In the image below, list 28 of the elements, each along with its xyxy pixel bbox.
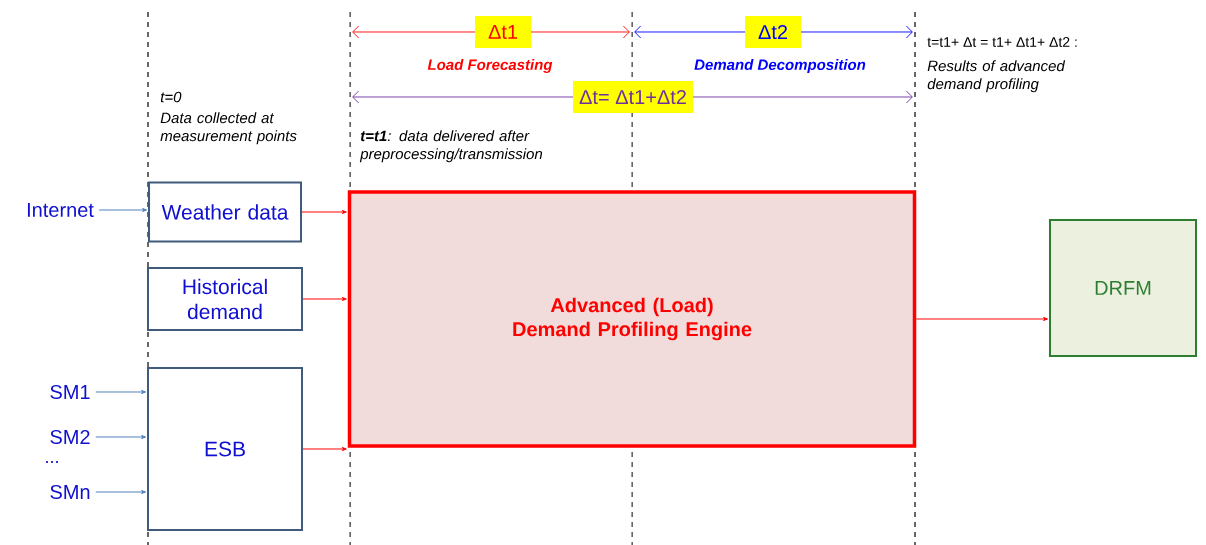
source-label: SM1 bbox=[50, 384, 90, 400]
note-text: Data collected at measurement points bbox=[160, 112, 297, 145]
time-label: t=0 bbox=[160, 91, 182, 103]
phase-label: Load Forecasting bbox=[427, 59, 553, 73]
arrow bbox=[98, 208, 148, 212]
ellipsis: ... bbox=[46, 461, 58, 463]
arrow bbox=[95, 490, 147, 494]
source-label: SMn bbox=[50, 484, 90, 500]
engine-box: Advanced (Load) Demand Profiling Engine bbox=[347, 190, 917, 448]
output-box: DRFM bbox=[1049, 219, 1197, 357]
source-label: Internet bbox=[27, 203, 94, 217]
arrow bbox=[301, 210, 347, 214]
note-text: Results of advanced demand profiling bbox=[927, 60, 1066, 93]
formula-text: t=t1+ Δt = t1+ Δt1+ Δt2 : bbox=[927, 37, 1077, 47]
phase-label: Demand Decomposition bbox=[694, 59, 866, 73]
interval-label: Δt= Δt1+Δt2 bbox=[573, 81, 693, 113]
data-box: Weather data bbox=[148, 181, 302, 243]
arrow bbox=[302, 447, 347, 451]
source-label: SM2 bbox=[50, 429, 90, 445]
arrow bbox=[302, 297, 347, 301]
arrow bbox=[95, 435, 147, 439]
note-text: t=t1: data delivered after preprocessing/transmission bbox=[359, 130, 543, 163]
data-box: Historical demand bbox=[147, 267, 303, 331]
interval-label: Δt1 bbox=[475, 16, 531, 48]
arrow bbox=[95, 390, 147, 394]
data-box: ESB bbox=[147, 367, 303, 531]
arrow bbox=[915, 317, 1049, 321]
interval-label: Δt2 bbox=[745, 16, 801, 48]
